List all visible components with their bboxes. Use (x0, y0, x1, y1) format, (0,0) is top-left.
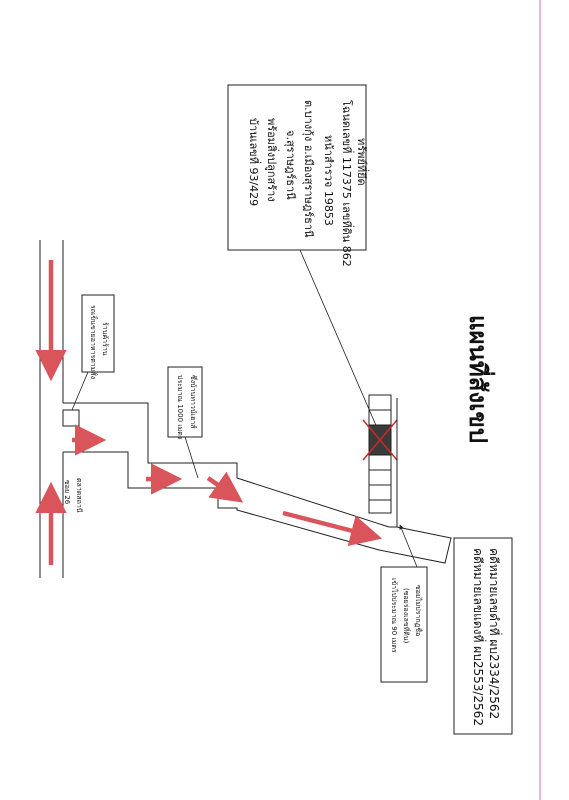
property-heading: ทรัพย์ที่ยึด (355, 138, 370, 186)
property-line-4: จ.สุราษฎร์ธานี (284, 130, 297, 200)
shop-pointer-line (71, 371, 89, 411)
distance-note-box: ซึ่งบ้านทาวน์เฮาส์ ประมาณ 1000 เมตร (167, 366, 203, 440)
black-case-number: คดีหมายเลขดำที่ ผบ2334/2562 (487, 548, 503, 719)
alley-note-line-3: เข้าไปประมาณ 90 เมตร (390, 578, 399, 653)
case-number-box: คดีหมายเลขดำที่ ผบ2334/2562 คดีหมายเลขแด… (453, 537, 513, 735)
shop-note-box: ร้านค้าร้าน รถเข็นขายอาหารตามสั่ง (81, 294, 115, 379)
alley-pointer-line (399, 524, 418, 568)
red-case-number: คดีหมายเลขแดงที่ ผบ2553/2562 (471, 548, 487, 726)
market-label-line-1: ตลาดสถานี (75, 478, 83, 513)
property-line-6: บ้านเลขที่ 93/429 (247, 118, 262, 206)
alley-note-line-2: (ซอยร่องเลขที่ดิน) (402, 588, 411, 644)
property-line-2: หน้าสำรวจ 19853 (322, 135, 335, 226)
target-plot (362, 419, 398, 461)
direction-arrows (35, 260, 383, 565)
property-line-1: โฉนดเลขที่ 117375 เลขที่ดิน 862 (340, 100, 355, 267)
alley-note-line-1: ซอยไม่ปรากฏชื่อ (414, 585, 423, 636)
property-info-box: ทรัพย์ที่ยึด โฉนดเลขที่ 117375 เลขที่ดิน… (227, 84, 370, 267)
property-line-3: ต.บางกุ้ง อ.เมืองสุราษฎร์ธานี (302, 100, 315, 238)
property-pointer-line (299, 249, 379, 431)
alley-road (378, 398, 452, 564)
arrow-soi-4 (282, 510, 383, 546)
shop-note-line-1: ร้านค้าร้าน (101, 322, 109, 356)
shop-note-line-2: รถเข็นขายอาหารตามสั่ง (89, 305, 98, 379)
page-title: แผนที่สังเขป (464, 315, 496, 443)
market-label-line-2: ซอย 26 (63, 480, 71, 505)
shop-square (62, 409, 80, 427)
distance-note-line-2: ประมาณ 1000 เมตร (176, 375, 184, 440)
alley-note-box: ซอยไม่ปรากฏชื่อ (ซอยร่องเลขที่ดิน) เข้าไ… (380, 566, 428, 683)
distance-pointer-line (184, 436, 199, 479)
distance-note-line-1: ซึ่งบ้านทาวน์เฮาส์ (189, 375, 198, 429)
property-line-5: พร้อมสิ่งปลูกสร้าง (265, 118, 280, 202)
arrow-soi-3 (206, 471, 244, 503)
